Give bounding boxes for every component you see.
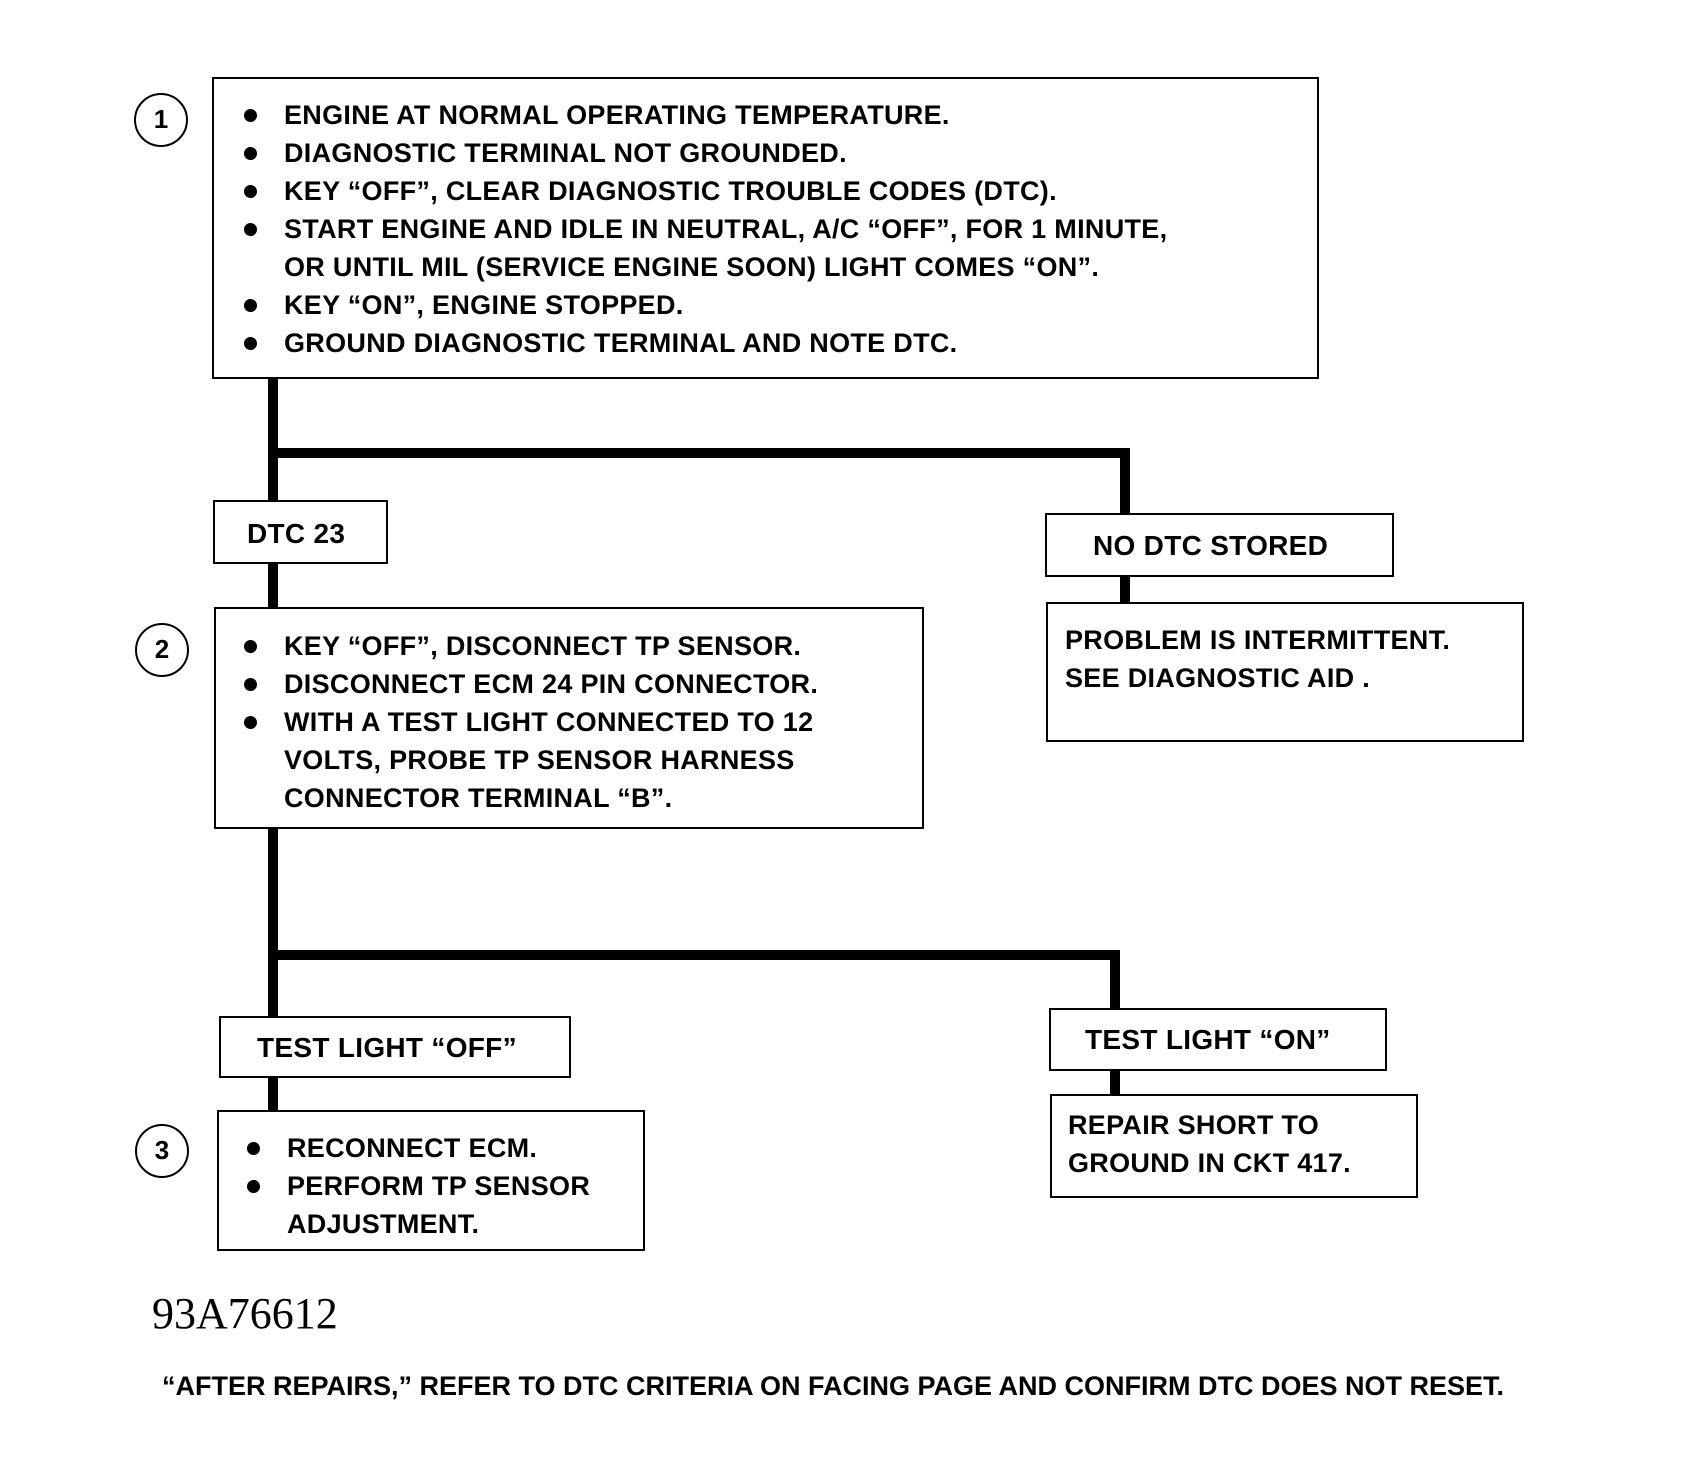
result-line: GROUND IN CKT 417. <box>1068 1148 1351 1178</box>
no-dtc-stored-box: NO DTC STORED <box>1045 513 1394 577</box>
connector-line <box>268 950 1120 960</box>
test-light-on-label: TEST LIGHT “ON” <box>1085 1024 1331 1055</box>
step-1-marker: 1 <box>134 93 188 147</box>
dtc-23-box: DTC 23 <box>213 500 388 564</box>
test-light-off-label: TEST LIGHT “OFF” <box>257 1032 517 1063</box>
step-1-box: ENGINE AT NORMAL OPERATING TEMPERATURE. … <box>212 77 1319 379</box>
step-2-box: KEY “OFF”, DISCONNECT TP SENSOR. DISCONN… <box>214 607 924 829</box>
step-2-list: KEY “OFF”, DISCONNECT TP SENSOR. DISCONN… <box>236 627 922 817</box>
repair-short-result-box: REPAIR SHORT TO GROUND IN CKT 417. <box>1050 1094 1418 1198</box>
dtc-23-label: DTC 23 <box>247 518 346 549</box>
list-item: ENGINE AT NORMAL OPERATING TEMPERATURE. <box>236 96 1317 134</box>
connector-line <box>1110 950 1120 1008</box>
list-item: RECONNECT ECM. <box>239 1129 643 1167</box>
test-light-on-box: TEST LIGHT “ON” <box>1049 1008 1387 1071</box>
result-line: SEE DIAGNOSTIC AID . <box>1065 663 1371 693</box>
list-item: START ENGINE AND IDLE IN NEUTRAL, A/C “O… <box>236 210 1317 286</box>
connector-line <box>268 562 278 609</box>
connector-line <box>268 448 1130 458</box>
footer-note: “AFTER REPAIRS,” REFER TO DTC CRITERIA O… <box>162 1371 1505 1401</box>
list-item: DISCONNECT ECM 24 PIN CONNECTOR. <box>236 665 922 703</box>
result-line: PROBLEM IS INTERMITTENT. <box>1065 625 1451 655</box>
intermittent-result-box: PROBLEM IS INTERMITTENT. SEE DIAGNOSTIC … <box>1046 602 1524 742</box>
list-item: KEY “ON”, ENGINE STOPPED. <box>236 286 1317 324</box>
step-1-list: ENGINE AT NORMAL OPERATING TEMPERATURE. … <box>236 96 1317 362</box>
figure-id: 93A76612 <box>152 1289 338 1338</box>
connector-line <box>268 378 278 500</box>
result-line: REPAIR SHORT TO <box>1068 1110 1320 1140</box>
connector-line <box>1120 575 1130 604</box>
list-item: KEY “OFF”, CLEAR DIAGNOSTIC TROUBLE CODE… <box>236 172 1317 210</box>
list-item: GROUND DIAGNOSTIC TERMINAL AND NOTE DTC. <box>236 324 1317 362</box>
connector-line <box>1110 1069 1120 1095</box>
step-3-marker: 3 <box>135 1124 189 1178</box>
list-item: DIAGNOSTIC TERMINAL NOT GROUNDED. <box>236 134 1317 172</box>
list-item: KEY “OFF”, DISCONNECT TP SENSOR. <box>236 627 922 665</box>
connector-line <box>268 1075 278 1112</box>
step-2-marker: 2 <box>135 623 189 677</box>
test-light-off-box: TEST LIGHT “OFF” <box>219 1016 571 1078</box>
no-dtc-stored-label: NO DTC STORED <box>1093 530 1329 561</box>
connector-line <box>1120 448 1130 513</box>
connector-line <box>268 828 278 1018</box>
